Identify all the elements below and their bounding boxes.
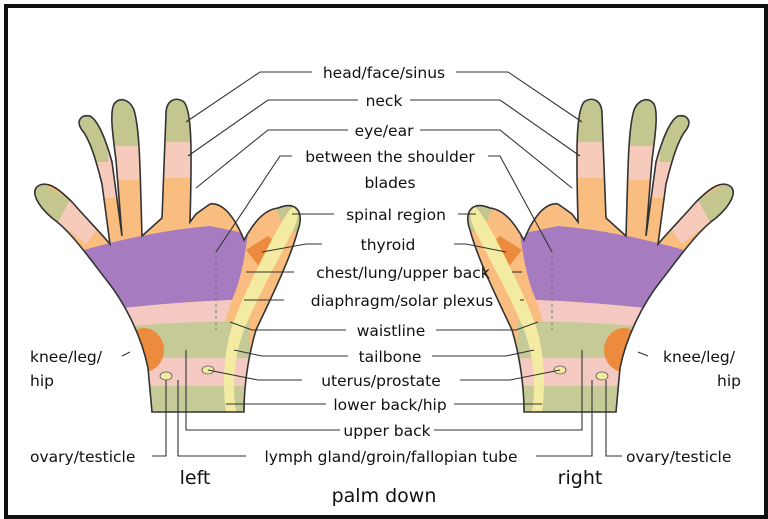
- label-neck: neck: [366, 92, 403, 110]
- label-upper-back: upper back: [343, 422, 430, 440]
- label-head-face-sinus: head/face/sinus: [323, 64, 445, 82]
- label-ovary-left: ovary/testicle: [30, 448, 135, 466]
- label-palm-down: palm down: [332, 485, 437, 507]
- label-knee-right: knee/leg/: [663, 348, 736, 366]
- label-uterus-prostate: uterus/prostate: [321, 372, 441, 390]
- label-blades: blades: [364, 174, 415, 192]
- label-knee-left: knee/leg/: [30, 348, 103, 366]
- label-eye-ear: eye/ear: [355, 122, 415, 140]
- label-diaphragm: diaphragm/solar plexus: [311, 292, 493, 310]
- label-ovary-right: ovary/testicle: [626, 448, 731, 466]
- label-tailbone: tailbone: [359, 348, 422, 366]
- label-between-shoulder: between the shoulder: [305, 148, 475, 166]
- label-lower-back-hip: lower back/hip: [333, 396, 446, 414]
- label-right: right: [558, 467, 603, 489]
- label-waistline: waistline: [357, 322, 426, 340]
- label-knee-right-hip: hip: [717, 372, 741, 390]
- label-lymph-gland: lymph gland/groin/fallopian tube: [264, 448, 517, 466]
- label-left: left: [180, 467, 211, 489]
- label-knee-left-hip: hip: [30, 372, 54, 390]
- label-spinal-region: spinal region: [346, 206, 446, 224]
- left-hand: [20, 90, 320, 430]
- label-thyroid: thyroid: [361, 236, 416, 254]
- label-chest-lung: chest/lung/upper back: [316, 264, 489, 282]
- right-hand: [448, 90, 748, 430]
